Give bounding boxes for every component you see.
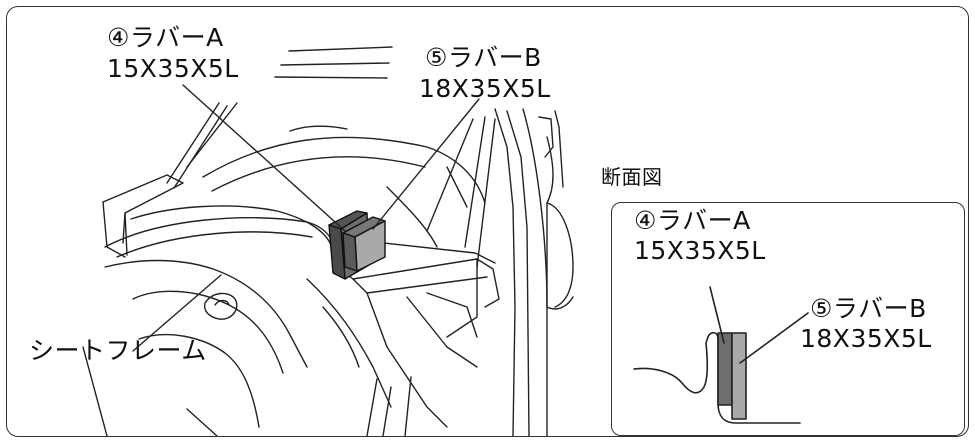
inset-rubber-b-name: ⑤ラバーB <box>810 294 927 323</box>
motion-lines <box>274 46 393 79</box>
section-rubber-b <box>731 332 747 420</box>
leader-lines <box>132 84 480 352</box>
section-view-drawing <box>633 286 809 424</box>
inset-rubber-a-name: ④ラバーA <box>634 206 751 235</box>
section-view-box: ④ラバーA 15X35X5L ⑤ラバーB 18X35X5L <box>611 202 965 436</box>
seat-frame-label: シートフレーム <box>29 336 207 365</box>
rubber-a-size: 15X35X5L <box>107 54 239 83</box>
section-rubber-a <box>717 332 733 406</box>
seat-frame-illustration <box>82 46 574 436</box>
rubber-a-name: ④ラバーA <box>107 23 224 52</box>
diagram-frame: ④ラバーA 15X35X5L ⑤ラバーB 18X35X5L シートフレーム 断面… <box>6 6 969 437</box>
rubber-b-name: ⑤ラバーB <box>425 43 542 72</box>
section-view-title: 断面図 <box>601 165 663 189</box>
inset-rubber-b-size: 18X35X5L <box>800 324 932 353</box>
inset-rubber-a-size: 15X35X5L <box>634 236 766 265</box>
rubber-b-shape <box>342 216 386 272</box>
rubber-b-size: 18X35X5L <box>419 74 551 103</box>
